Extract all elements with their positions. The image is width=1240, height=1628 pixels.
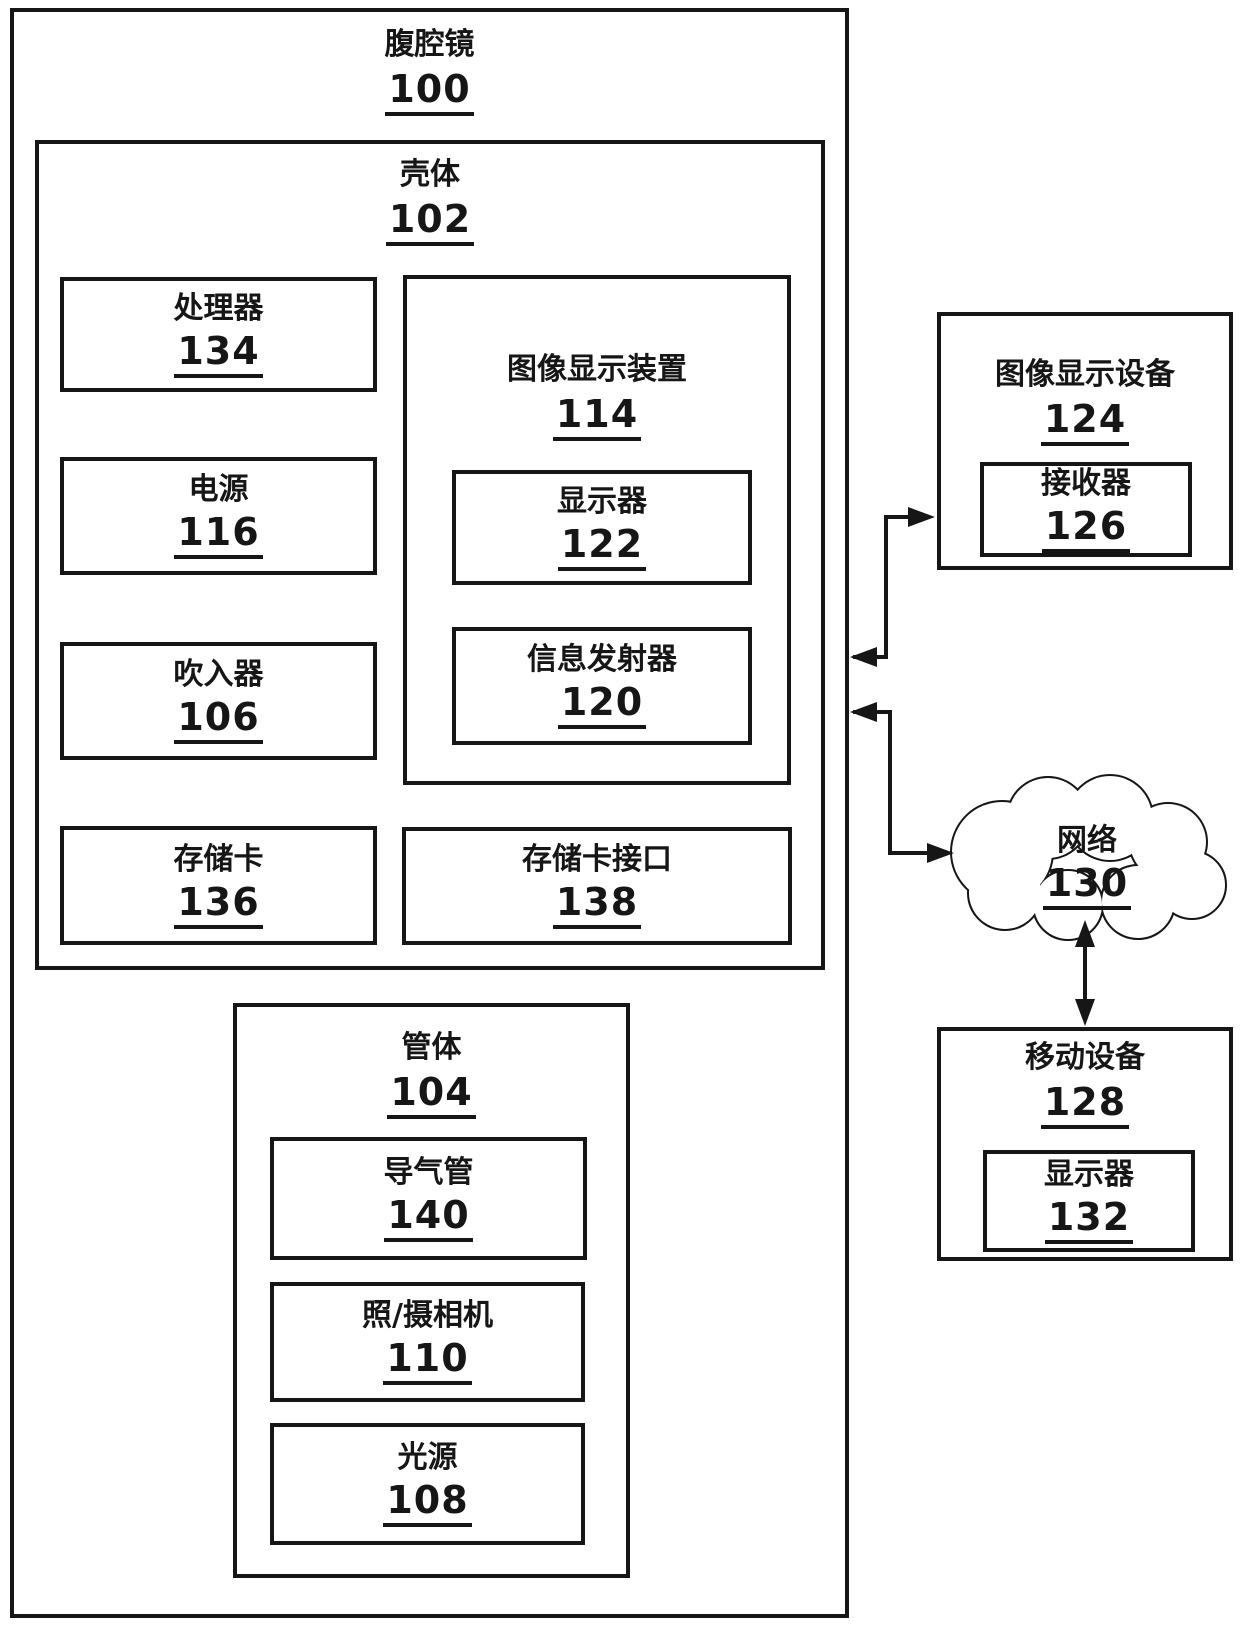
power-supply-label: 电源 <box>188 472 249 507</box>
mobile-device-label: 移动设备 <box>1025 1040 1145 1075</box>
network-label: 网络 <box>1057 823 1117 858</box>
box-tube-body: 管体 104 <box>233 1003 630 1578</box>
mobile-display-ref: 132 <box>1044 1198 1134 1244</box>
processor-ref: 134 <box>174 332 263 378</box>
image-display-device-label: 图像显示设备 <box>995 357 1175 392</box>
box-insufflator: 吹入器 106 <box>60 642 377 760</box>
box-display: 显示器 122 <box>452 470 752 585</box>
box-light-source: 光源 108 <box>270 1423 585 1545</box>
insufflator-ref: 106 <box>174 698 263 744</box>
box-mobile-device: 移动设备 128 <box>937 1027 1233 1261</box>
arrow-network-mobile-device <box>1075 920 1095 1026</box>
light-source-label: 光源 <box>397 1440 458 1475</box>
power-supply-ref: 116 <box>174 513 263 559</box>
image-display-unit-label: 图像显示装置 <box>507 352 687 387</box>
processor-label: 处理器 <box>173 290 264 326</box>
box-memory-card: 存储卡 136 <box>60 826 377 945</box>
image-display-device-title: 图像显示设备 124 <box>941 358 1229 446</box>
camera-ref: 110 <box>383 1339 472 1385</box>
air-duct-label: 导气管 <box>383 1154 474 1190</box>
mobile-display-label: 显示器 <box>1044 1157 1134 1192</box>
tube-body-ref: 104 <box>387 1073 476 1119</box>
memory-card-ref: 136 <box>174 883 263 929</box>
box-laparoscope: 腹腔镜 100 <box>10 8 849 1618</box>
mobile-device-title: 移动设备 128 <box>941 1041 1229 1129</box>
camera-label: 照/摄相机 <box>362 1298 493 1333</box>
info-transmitter-label: 信息发射器 <box>527 642 677 677</box>
laparoscope-label: 腹腔镜 <box>384 27 475 62</box>
tube-body-label: 管体 <box>401 1030 462 1065</box>
info-transmitter-ref: 120 <box>557 683 647 729</box>
memory-card-interface-label: 存储卡接口 <box>522 842 672 877</box>
housing-ref: 102 <box>385 200 475 246</box>
memory-card-interface-ref: 138 <box>552 883 642 929</box>
box-image-display-unit: 图像显示装置 114 <box>403 275 791 785</box>
box-processor: 处理器 134 <box>60 277 377 392</box>
tube-body-title: 管体 104 <box>237 1031 626 1119</box>
display-ref: 122 <box>557 525 647 571</box>
box-image-display-device: 图像显示设备 124 <box>937 312 1233 570</box>
image-display-unit-ref: 114 <box>552 395 642 441</box>
box-info-transmitter: 信息发射器 120 <box>452 627 752 745</box>
receiver-ref: 126 <box>1041 507 1131 553</box>
box-air-duct: 导气管 140 <box>270 1137 587 1260</box>
image-display-device-ref: 124 <box>1040 400 1130 446</box>
box-receiver: 接收器 126 <box>980 462 1192 557</box>
air-duct-ref: 140 <box>384 1196 473 1242</box>
box-memory-card-interface: 存储卡接口 138 <box>402 827 792 945</box>
housing-title: 壳体 102 <box>39 158 821 246</box>
box-power-supply: 电源 116 <box>60 457 377 575</box>
laparoscope-ref: 100 <box>385 70 474 116</box>
network-ref: 130 <box>1042 864 1132 910</box>
receiver-label: 接收器 <box>1041 465 1131 501</box>
laparoscope-title: 腹腔镜 100 <box>14 28 845 116</box>
arrow-housing-display-device <box>850 507 935 667</box>
display-label: 显示器 <box>557 483 647 519</box>
arrow-housing-network <box>850 702 954 863</box>
memory-card-label: 存储卡 <box>173 841 264 877</box>
box-housing: 壳体 102 <box>35 140 825 970</box>
network-cloud-shape <box>950 774 1227 941</box>
light-source-ref: 108 <box>383 1481 472 1527</box>
box-camera: 照/摄相机 110 <box>270 1282 585 1402</box>
network-cloud-label: 网络 130 <box>1002 824 1172 910</box>
insufflator-label: 吹入器 <box>173 657 264 692</box>
image-display-unit-title: 图像显示装置 114 <box>407 353 787 441</box>
mobile-device-ref: 128 <box>1040 1083 1130 1129</box>
box-mobile-display: 显示器 132 <box>983 1150 1195 1252</box>
housing-label: 壳体 <box>400 157 460 192</box>
